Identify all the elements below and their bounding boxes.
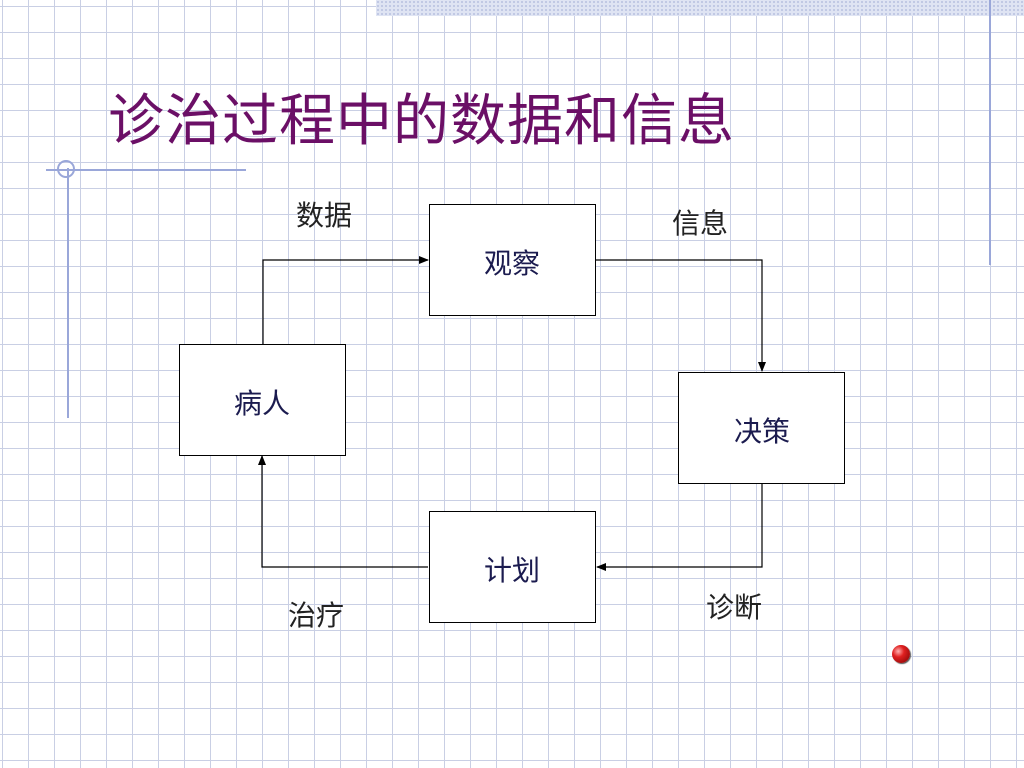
top-decorative-band: [376, 0, 1024, 16]
node-decide-box: [678, 372, 845, 484]
node-observe-label: 观察: [484, 247, 540, 280]
node-decide-label: 决策: [734, 415, 790, 448]
node-plan-box: [429, 511, 596, 623]
slide-title: 诊治过程中的数据和信息: [108, 89, 735, 154]
edge-diagnosis-arrow: [596, 484, 763, 571]
edge-label-diagnosis: 诊断: [706, 591, 762, 624]
decorative-horizontal-line: [46, 169, 246, 171]
node-observe-box: [429, 204, 596, 316]
node-plan: 计划: [429, 511, 596, 623]
node-patient: 病人: [179, 344, 346, 456]
edge-treatment-arrow: [258, 455, 428, 568]
decorative-vertical-line-right: [989, 0, 991, 265]
red-ball-bullet-icon[interactable]: [892, 645, 910, 663]
node-plan-label: 计划: [484, 554, 540, 587]
node-decide: 决策: [678, 372, 845, 484]
edge-label-information: 信息: [672, 207, 728, 240]
edge-information-arrow: [596, 259, 766, 372]
decorative-ring-icon: [57, 160, 75, 178]
node-patient-box: [179, 344, 346, 456]
edge-data-arrow: [262, 256, 429, 344]
node-observe: 观察: [429, 204, 596, 316]
edge-label-treatment: 治疗: [288, 599, 344, 632]
node-patient-label: 病人: [234, 387, 290, 420]
decorative-vertical-line-left: [67, 168, 69, 418]
edge-label-data: 数据: [296, 199, 352, 232]
